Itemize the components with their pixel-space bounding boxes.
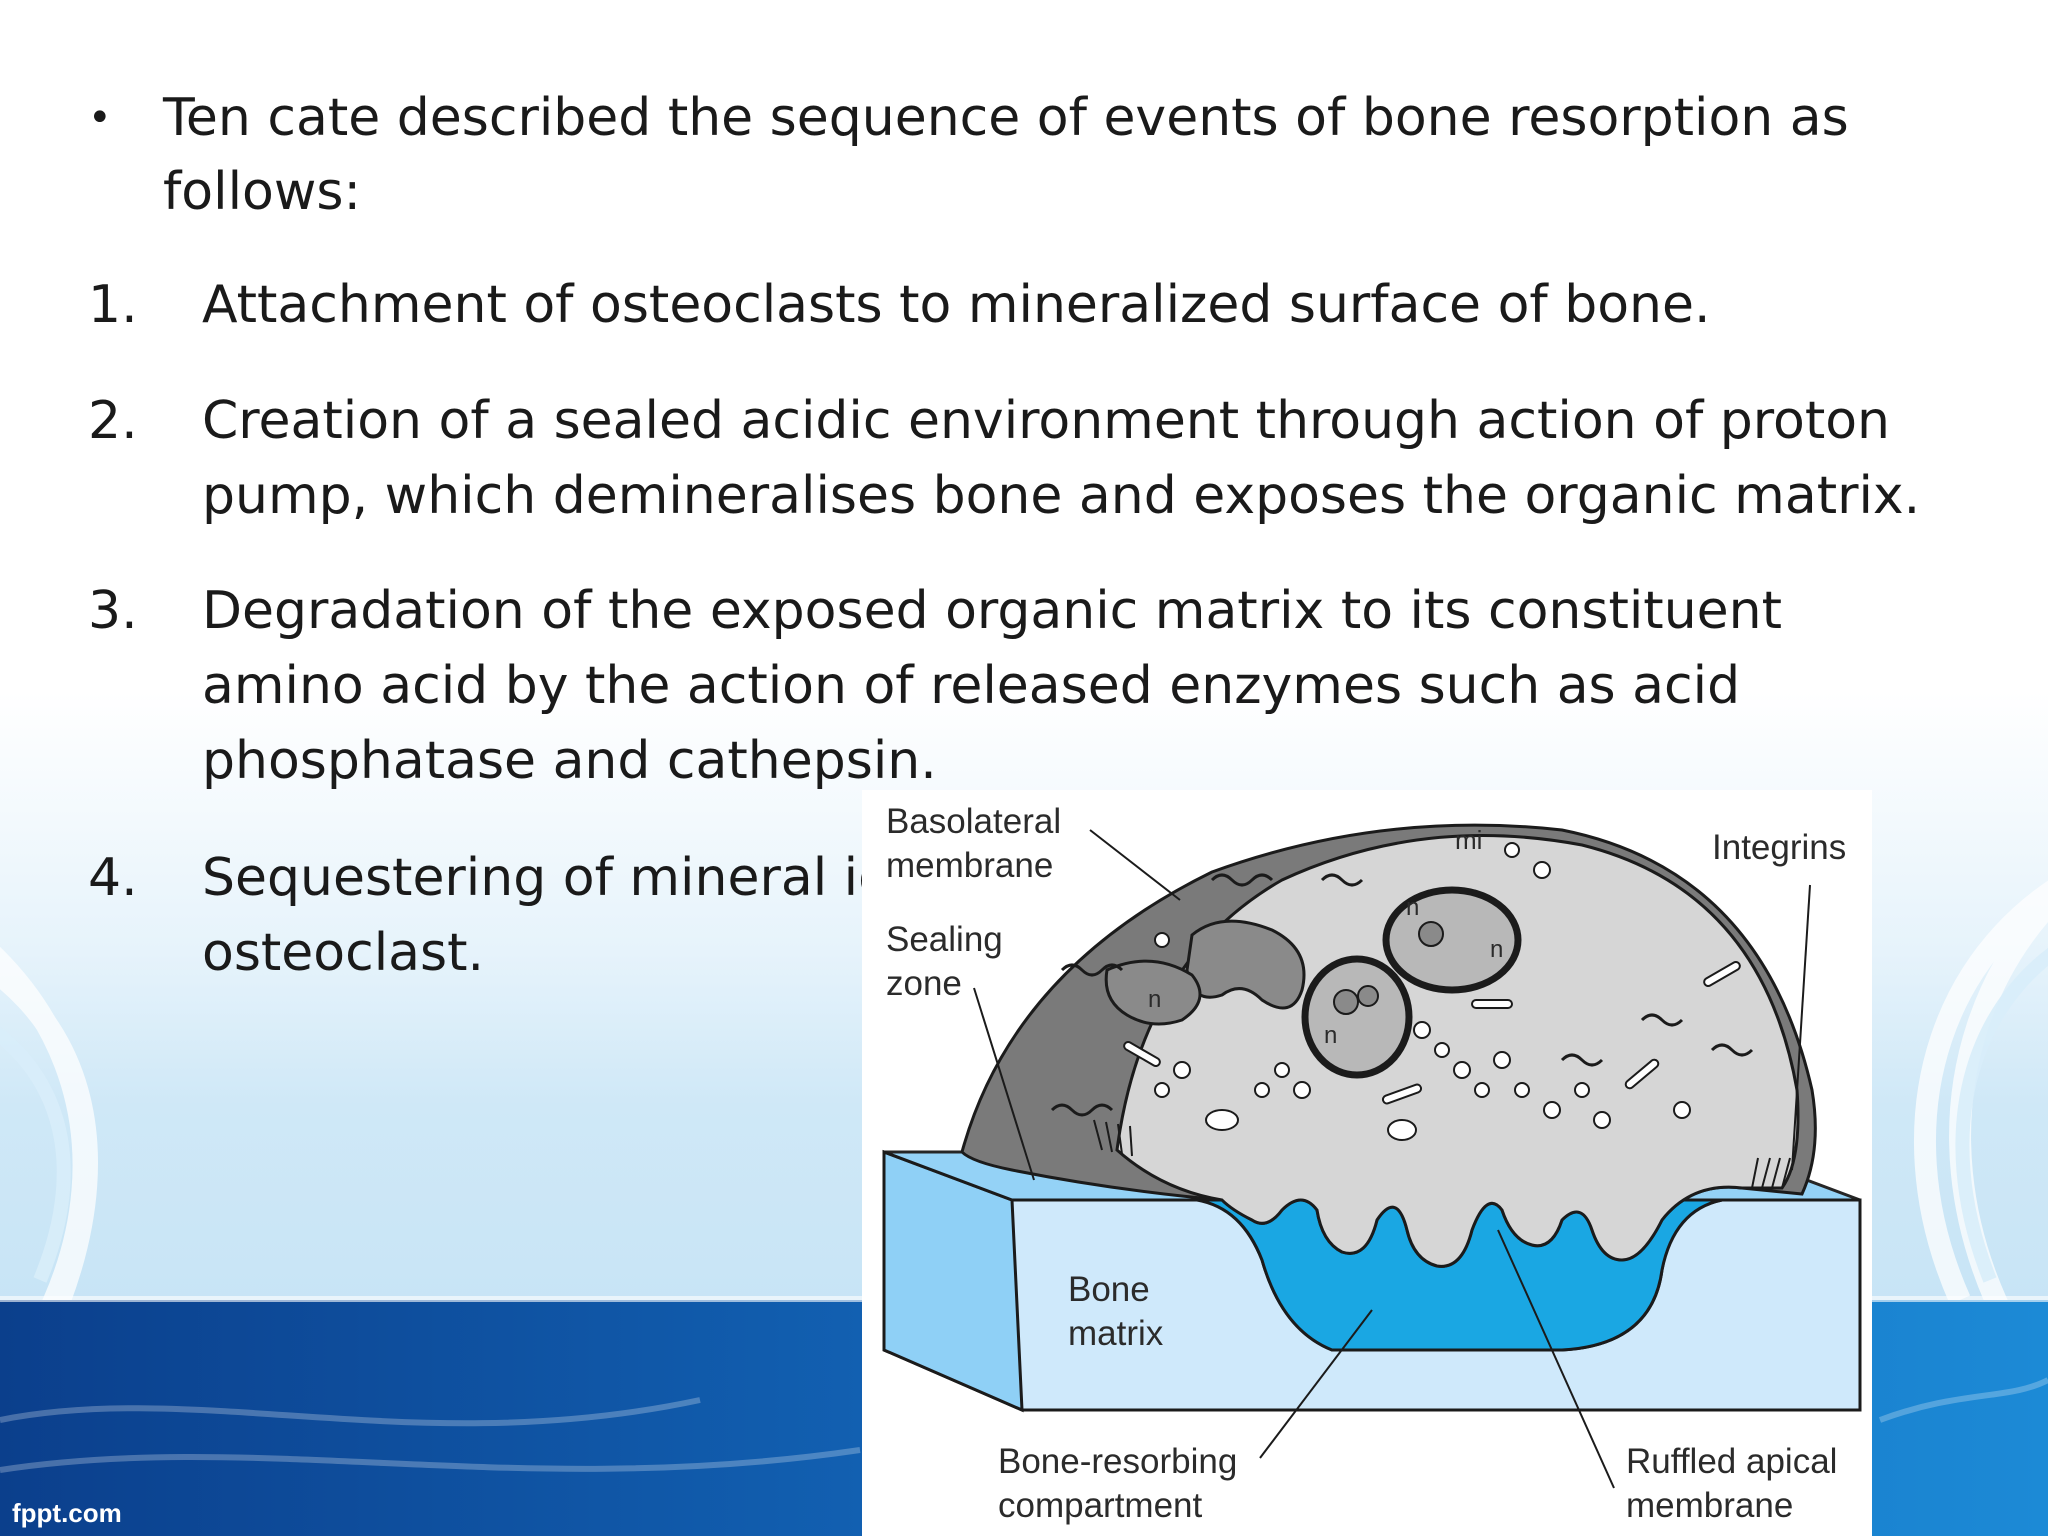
label-sealing-1: Sealing [886,920,1003,959]
label-basolateral-2: membrane [886,846,1054,885]
step-2-line-2: pump, which demineralises bone and expos… [202,466,1921,526]
osteoclast-illustration [882,823,1862,1489]
intro-bullet: • [88,95,112,141]
osteoclast-diagram: Basolateral membrane Sealing zone Integr… [862,790,1872,1536]
label-integrins: Integrins [1712,828,1847,867]
step-3-line-3: phosphatase and cathepsin. [202,731,937,791]
label-basolateral-1: Basolateral [886,802,1062,841]
step-3-line-1: Degradation of the exposed organic matri… [202,581,1782,641]
step-3-line-2: amino acid by the action of released enz… [202,656,1741,716]
footer-brand: fppt.com [12,1498,122,1528]
label-compartment-1: Bone-resorbing [998,1442,1238,1481]
intro-line-1: Ten cate described the sequence of event… [163,88,1849,148]
step-3-number: 3. [88,581,138,641]
label-nucleus-3: n [1324,1022,1338,1049]
step-2-line-1: Creation of a sealed acidic environment … [202,391,1890,451]
label-nucleus-1: n [1406,894,1420,921]
label-sealing-2: zone [886,964,962,1003]
label-ruffled-2: membrane [1626,1486,1794,1525]
label-nucleus-2: n [1490,936,1504,963]
label-bone-1: Bone [1068,1270,1150,1309]
label-nucleus-4: n [1148,986,1162,1013]
label-compartment-2: compartment [998,1486,1203,1525]
label-ruffled-1: Ruffled apical [1626,1442,1838,1481]
step-1-line-1: Attachment of osteoclasts to mineralized… [202,275,1711,335]
step-4-line-1: Sequestering of mineral io [202,848,890,908]
step-1-number: 1. [88,275,138,335]
step-4-line-2: osteoclast. [202,923,485,983]
intro-line-2: follows: [163,162,361,222]
label-bone-2: matrix [1068,1314,1164,1353]
step-2-number: 2. [88,391,138,451]
step-4-number: 4. [88,848,138,908]
label-mitochondria: mi [1455,825,1483,855]
